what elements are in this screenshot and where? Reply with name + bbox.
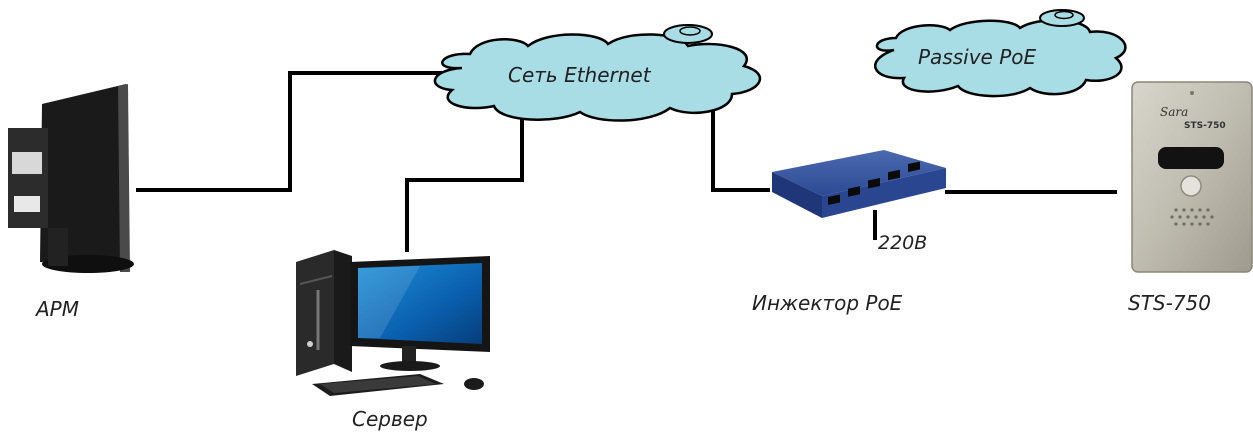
server-monitor-glare bbox=[358, 266, 420, 338]
injector-port-3 bbox=[868, 177, 880, 189]
link-arm-network bbox=[136, 71, 470, 192]
arm-monitor-back-panel bbox=[8, 128, 48, 228]
injector-front bbox=[822, 168, 946, 218]
poe-injector-image bbox=[772, 150, 946, 218]
server-monitor-stand bbox=[380, 361, 440, 371]
poe-cloud-label: Passive PoE bbox=[918, 45, 1037, 69]
arm-monitor-bezel bbox=[118, 84, 130, 272]
injector-side bbox=[772, 172, 822, 218]
injector-port-1 bbox=[828, 194, 840, 206]
server-tower-front bbox=[334, 250, 352, 372]
ethernet-cloud-shape bbox=[433, 33, 761, 122]
injector-port-4 bbox=[888, 169, 900, 181]
arm-label: АРМ bbox=[34, 297, 79, 321]
poe-cloud-puff-inner bbox=[1054, 10, 1074, 20]
server-label: Сервер bbox=[352, 407, 428, 431]
injector-top bbox=[772, 150, 946, 196]
intercom-screw-top bbox=[1190, 91, 1194, 95]
server-tower-drive-bay bbox=[299, 275, 333, 285]
intercom-model: STS-750 bbox=[1184, 121, 1226, 131]
arm-workstation-image bbox=[8, 84, 134, 273]
injector-label: Инжектор PoE bbox=[752, 291, 903, 315]
poe-cloud-shape bbox=[874, 18, 1127, 98]
intercom-label: STS-750 bbox=[1128, 291, 1211, 315]
server-image bbox=[296, 250, 490, 396]
ethernet-cloud-puff-inner bbox=[679, 26, 701, 36]
server-keyboard-keys bbox=[320, 376, 436, 393]
ethernet-cloud-label: Сеть Ethernet bbox=[508, 63, 652, 87]
arm-monitor-port-1 bbox=[12, 152, 42, 174]
server-mouse bbox=[464, 378, 484, 390]
poe-cloud: Passive PoE bbox=[874, 9, 1127, 98]
server-power-icon bbox=[307, 341, 313, 347]
intercom-camera-window bbox=[1158, 147, 1224, 169]
link-network-injector bbox=[662, 102, 770, 192]
server-monitor-neck bbox=[402, 346, 416, 364]
intercom-speaker-grille bbox=[1170, 208, 1214, 226]
link-server-network bbox=[405, 105, 524, 252]
injector-port-5 bbox=[908, 161, 920, 172]
arm-monitor-stand-neck bbox=[48, 228, 68, 266]
intercom-call-button bbox=[1180, 175, 1202, 197]
injector-ports bbox=[828, 161, 920, 206]
ethernet-cloud: Сеть Ethernet bbox=[433, 24, 761, 122]
injector-power-label: 220В bbox=[878, 232, 927, 254]
server-tower-side bbox=[296, 250, 334, 376]
arm-monitor-port-2 bbox=[14, 196, 40, 212]
server-monitor-screen bbox=[358, 263, 482, 344]
arm-monitor-body bbox=[40, 84, 128, 270]
intercom-brand: Sara bbox=[1160, 105, 1188, 119]
injector-port-2 bbox=[848, 186, 860, 197]
intercom-panel-image: Sara STS-750 bbox=[1131, 81, 1253, 273]
